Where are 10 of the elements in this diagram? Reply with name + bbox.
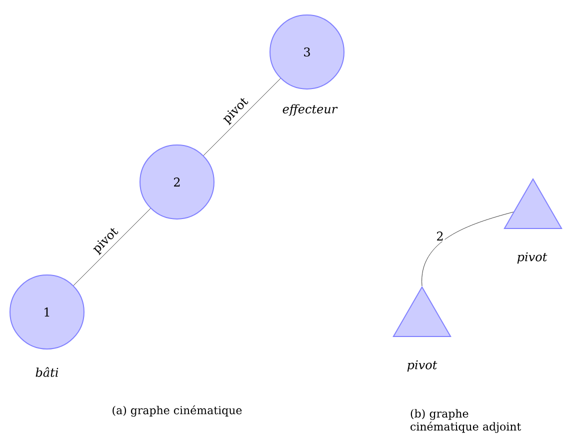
node-caption: bâti (36, 367, 58, 377)
connector-line (73, 208, 151, 286)
node-caption: pivot (407, 360, 438, 372)
connector-line (422, 212, 514, 286)
edge-label: 2 (437, 232, 443, 240)
subfigure-caption: (a) graphe cinématique (112, 405, 242, 417)
connector-line (203, 78, 281, 156)
node-caption: effecteur (282, 104, 338, 116)
node-caption: pivot (517, 252, 548, 264)
subfigure-caption: (b) graphe cinématique adjoint (410, 409, 522, 433)
